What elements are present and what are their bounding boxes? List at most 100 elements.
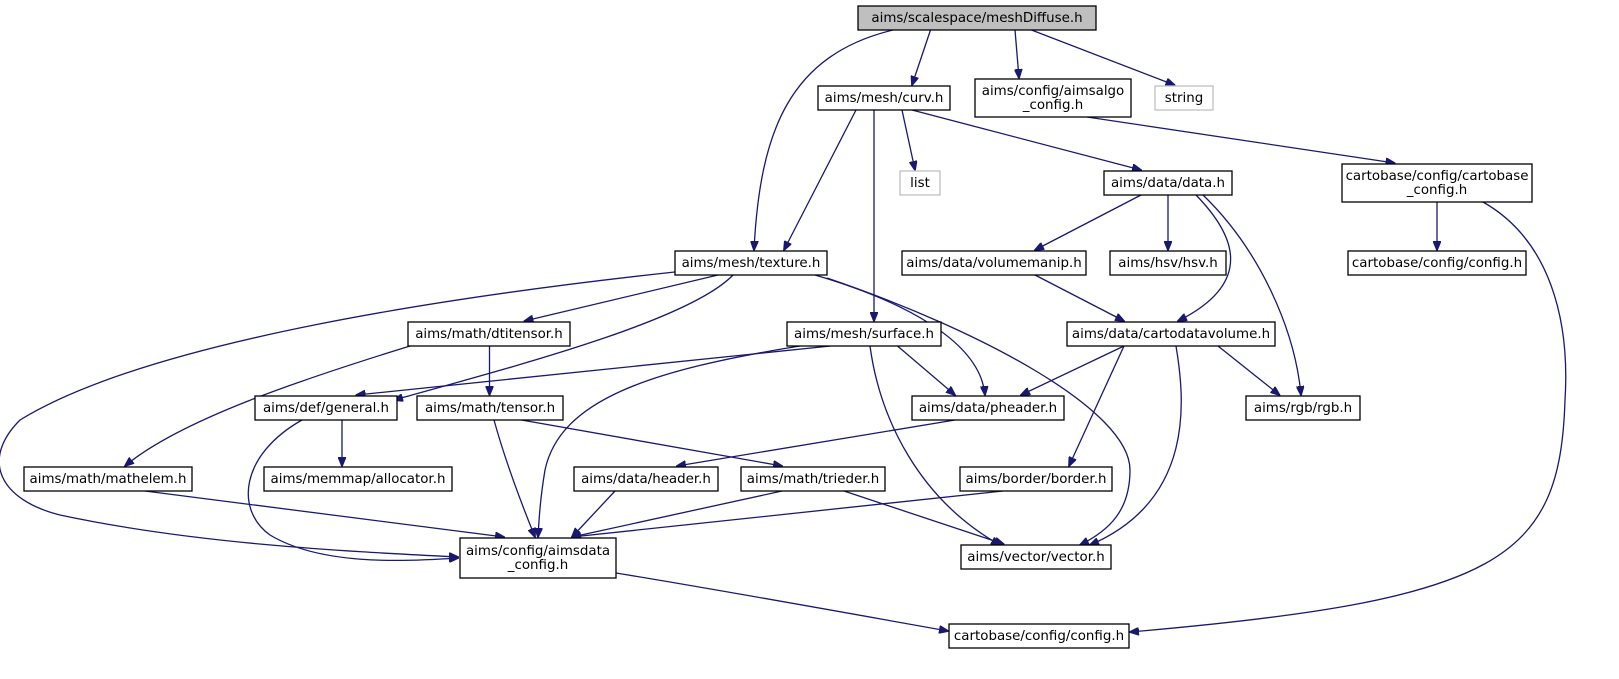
node-box <box>254 395 398 421</box>
graph-node-aimsalgo_config[interactable]: aims/config/aimsalgo_config.h <box>974 78 1132 118</box>
node-label: aims/data/cartodatavolume.h <box>1072 327 1270 342</box>
node-box <box>740 466 886 492</box>
node-box <box>1245 395 1361 421</box>
edge-trieder-to-vector <box>843 490 1004 544</box>
graph-node-config_right[interactable]: cartobase/config/config.h <box>1347 250 1527 276</box>
graph-node-aimsdata_config[interactable]: aims/config/aimsdata_config.h <box>459 537 617 579</box>
node-label: cartobase/config/config.h <box>954 629 1124 644</box>
edge-cartobase_config-to-config_bottom <box>1130 201 1567 632</box>
edge-volumemanip-to-cartodatavolume <box>1034 274 1124 321</box>
edge-tensor-to-trieder <box>521 419 783 466</box>
edge-header-to-aimsdata_config <box>572 490 616 537</box>
graph-node-trieder[interactable]: aims/math/trieder.h <box>740 466 886 492</box>
node-label: aims/data/header.h <box>581 472 711 487</box>
node-label: aims/scalespace/meshDiffuse.h <box>871 11 1082 26</box>
edge-curv-to-data <box>911 109 1141 170</box>
edge-general-to-aimsdata_config <box>247 419 458 560</box>
edge-surface-to-aimsdata_config <box>538 345 801 537</box>
graph-node-curv[interactable]: aims/mesh/curv.h <box>817 85 951 111</box>
graph-node-mathelem[interactable]: aims/math/mathelem.h <box>23 466 193 492</box>
node-label: _config.h <box>1406 183 1467 198</box>
node-box <box>1154 85 1214 111</box>
node-label: aims/data/pheader.h <box>919 401 1057 416</box>
graph-node-general[interactable]: aims/def/general.h <box>254 395 398 421</box>
edge-texture-to-aimsdata_config <box>0 270 685 557</box>
edge-data-to-cartodatavolume <box>1178 194 1232 321</box>
node-box <box>959 466 1113 492</box>
graph-node-allocator[interactable]: aims/memmap/allocator.h <box>263 466 453 492</box>
edge-tensor-to-aimsdata_config <box>493 419 535 537</box>
node-box <box>911 395 1065 421</box>
graph-node-border[interactable]: aims/border/border.h <box>959 466 1113 492</box>
graph-node-config_bottom[interactable]: cartobase/config/config.h <box>948 623 1130 649</box>
edges-layer <box>0 29 1567 632</box>
graph-node-volumemanip[interactable]: aims/data/volumemanip.h <box>901 250 1087 276</box>
node-label: aims/data/data.h <box>1111 176 1225 191</box>
edge-curv-to-list <box>901 109 915 170</box>
node-box <box>1103 170 1233 196</box>
node-box <box>786 321 942 347</box>
edge-data-to-rgb <box>1202 194 1301 395</box>
node-box <box>573 466 719 492</box>
graph-node-hsv[interactable]: aims/hsv/hsv.h <box>1109 250 1227 276</box>
graph-node-data[interactable]: aims/data/data.h <box>1103 170 1233 196</box>
node-box <box>974 78 1132 118</box>
node-box <box>1066 321 1276 347</box>
node-box <box>407 321 571 347</box>
node-label: aims/math/trieder.h <box>747 472 879 487</box>
edge-trieder-to-aimsdata_config <box>572 490 783 537</box>
edge-surface-to-vector <box>869 345 1000 545</box>
edge-meshDiffuse-to-curv <box>912 29 932 85</box>
node-box <box>459 537 617 579</box>
edge-curv-to-texture <box>784 109 857 250</box>
edge-meshDiffuse-to-string <box>1031 29 1175 85</box>
graph-node-meshDiffuse[interactable]: aims/scalespace/meshDiffuse.h <box>857 5 1097 31</box>
node-label: aims/data/volumemanip.h <box>906 256 1081 271</box>
graph-node-surface[interactable]: aims/mesh/surface.h <box>786 321 942 347</box>
node-box <box>899 170 941 196</box>
node-label: aims/mesh/curv.h <box>825 91 944 106</box>
node-box <box>1341 163 1533 203</box>
node-label: aims/vector/vector.h <box>967 550 1104 565</box>
edge-cartodatavolume-to-rgb <box>1217 345 1280 395</box>
edge-meshDiffuse-to-aimsalgo_config <box>1015 29 1019 78</box>
node-box <box>948 623 1130 649</box>
node-label: aims/math/mathelem.h <box>30 472 187 487</box>
edge-cartodatavolume-to-pheader <box>1021 345 1125 395</box>
graph-node-dtitensor[interactable]: aims/math/dtitensor.h <box>407 321 571 347</box>
edge-meshDiffuse-to-texture <box>754 29 894 250</box>
edge-aimsdata_config-to-config_bottom <box>615 572 948 631</box>
node-box <box>817 85 951 111</box>
node-box <box>416 395 564 421</box>
node-label: list <box>910 176 930 191</box>
edge-cartodatavolume-to-vector <box>1090 345 1182 545</box>
graph-node-header[interactable]: aims/data/header.h <box>573 466 719 492</box>
graph-node-vector[interactable]: aims/vector/vector.h <box>960 544 1112 570</box>
edge-border-to-aimsdata_config <box>572 490 1004 537</box>
edge-pheader-to-header <box>677 419 956 466</box>
node-label: cartobase/config/config.h <box>1352 256 1522 271</box>
graph-node-pheader[interactable]: aims/data/pheader.h <box>911 395 1065 421</box>
graph-node-cartodatavolume[interactable]: aims/data/cartodatavolume.h <box>1066 321 1276 347</box>
graph-node-list[interactable]: list <box>899 170 941 196</box>
edge-texture-to-dtitensor <box>525 274 719 321</box>
graph-node-tensor[interactable]: aims/math/tensor.h <box>416 395 564 421</box>
node-label: cartobase/config/cartobase <box>1346 169 1529 184</box>
edge-texture-to-vector <box>826 277 1131 545</box>
graph-node-string[interactable]: string <box>1154 85 1214 111</box>
node-box <box>901 250 1087 276</box>
nodes-layer: aims/scalespace/meshDiffuse.h aims/mesh/c… <box>23 5 1533 649</box>
graph-node-texture[interactable]: aims/mesh/texture.h <box>674 250 828 276</box>
node-box <box>23 466 193 492</box>
node-box <box>263 466 453 492</box>
graph-node-cartobase_config[interactable]: cartobase/config/cartobase_config.h <box>1341 163 1533 203</box>
edge-surface-to-pheader <box>897 345 956 395</box>
graph-node-rgb[interactable]: aims/rgb/rgb.h <box>1245 395 1361 421</box>
node-label: aims/border/border.h <box>966 472 1107 487</box>
node-box <box>674 250 828 276</box>
node-box <box>1109 250 1227 276</box>
node-label: _config.h <box>507 558 568 573</box>
edge-dtitensor-to-mathelem <box>125 345 411 466</box>
node-label: aims/math/dtitensor.h <box>415 327 563 342</box>
node-label: aims/hsv/hsv.h <box>1118 256 1217 271</box>
